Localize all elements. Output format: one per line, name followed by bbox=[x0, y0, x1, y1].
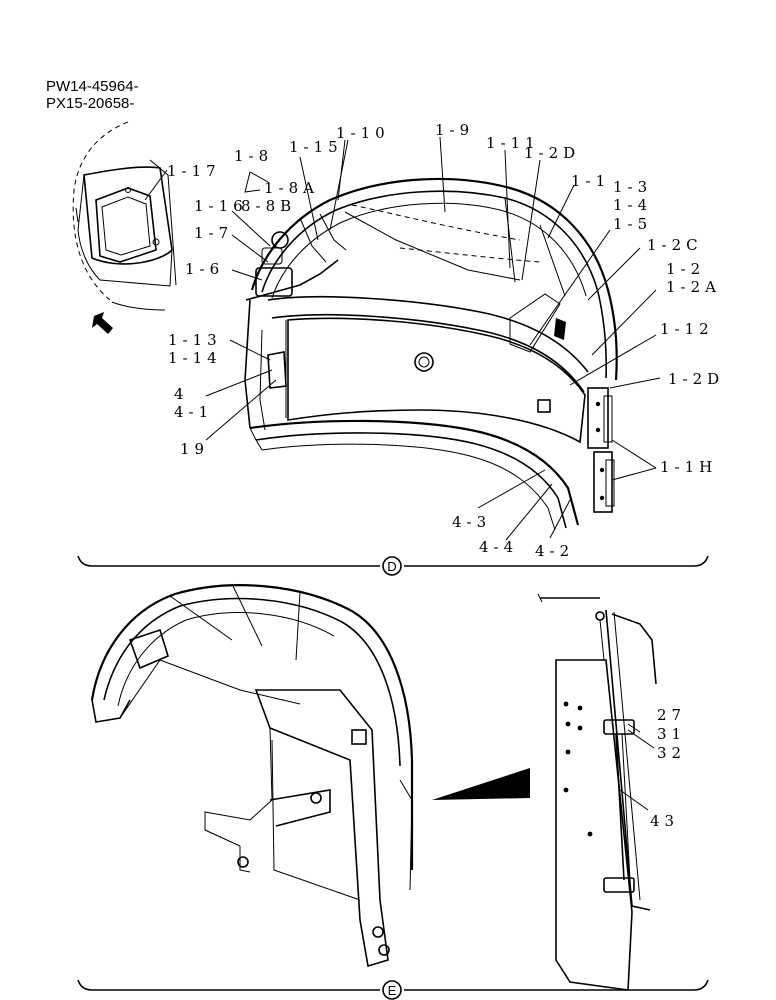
callout-1-2D-top: 1-2D bbox=[524, 144, 580, 162]
callout-1-4: 1-4 bbox=[613, 196, 652, 214]
callout-1-3: 1-3 bbox=[613, 178, 652, 196]
mount-detail-view bbox=[537, 593, 657, 991]
callout-8-8B: 8-8B bbox=[241, 197, 296, 215]
callout-1-2C: 1-2C bbox=[647, 236, 703, 254]
callout-1-10: 1-10 bbox=[336, 124, 390, 142]
callout-1-13: 1-13 bbox=[168, 331, 222, 349]
callout-1-2D-right: 1-2D bbox=[668, 370, 724, 388]
callout-1-1: 1-1 bbox=[571, 172, 610, 190]
callout-1-6: 1-6 bbox=[185, 260, 224, 278]
callouts-view-e: 27 31 32 43 bbox=[650, 706, 686, 830]
view-direction-arrow-icon bbox=[92, 312, 113, 334]
callout-1-11: 1-11 bbox=[486, 134, 540, 152]
detail-pointer-icon bbox=[432, 768, 530, 800]
callout-1-17: 1-17 bbox=[167, 162, 221, 180]
callout-31: 31 bbox=[657, 725, 686, 743]
callout-4: 4 bbox=[174, 385, 189, 403]
callout-1-15: 1-15 bbox=[289, 138, 343, 156]
callout-1-8: 1-8 bbox=[234, 147, 273, 165]
callout-19: 19 bbox=[180, 440, 209, 458]
callout-1-16: 1-16 bbox=[194, 197, 248, 215]
callout-4-4: 4-4 bbox=[479, 538, 518, 556]
callout-4-3: 4-3 bbox=[452, 513, 491, 531]
callout-4-1: 4-1 bbox=[174, 403, 213, 421]
leader-lines-d bbox=[144, 136, 661, 541]
callout-1-12: 1-12 bbox=[660, 320, 714, 338]
callout-1-2: 1-2 bbox=[666, 260, 705, 278]
callout-27: 27 bbox=[657, 706, 686, 724]
view-label-e: E bbox=[388, 983, 397, 998]
callout-1-1H: 1-1H bbox=[660, 458, 717, 476]
callout-1-2A: 1-2A bbox=[666, 278, 721, 296]
serial-range-2: PX15-20658- bbox=[46, 95, 135, 112]
callout-4-2: 4-2 bbox=[535, 542, 574, 560]
section-bracket-d: D bbox=[77, 555, 709, 576]
leader-lines-e bbox=[619, 729, 655, 811]
serial-range-1: PW14-45964- bbox=[46, 78, 139, 95]
section-bracket-e: E bbox=[77, 979, 709, 1000]
callout-43: 43 bbox=[650, 812, 679, 830]
cab-inset-view bbox=[72, 121, 177, 311]
callouts-view-d: 1-10 1-9 1-11 1-2D 1-8 1-15 1-17 1-8A 1-… bbox=[167, 121, 724, 560]
callout-1-14: 1-14 bbox=[168, 349, 222, 367]
view-label-d: D bbox=[387, 559, 396, 574]
fender-assembly-view-d bbox=[244, 177, 618, 531]
fender-assembly-view-e bbox=[90, 583, 414, 968]
callout-1-8A: 1-8A bbox=[264, 179, 319, 197]
callout-32: 32 bbox=[657, 744, 686, 762]
callout-1-7: 1-7 bbox=[194, 224, 233, 242]
callout-1-5: 1-5 bbox=[613, 215, 652, 233]
callout-1-9: 1-9 bbox=[435, 121, 474, 139]
